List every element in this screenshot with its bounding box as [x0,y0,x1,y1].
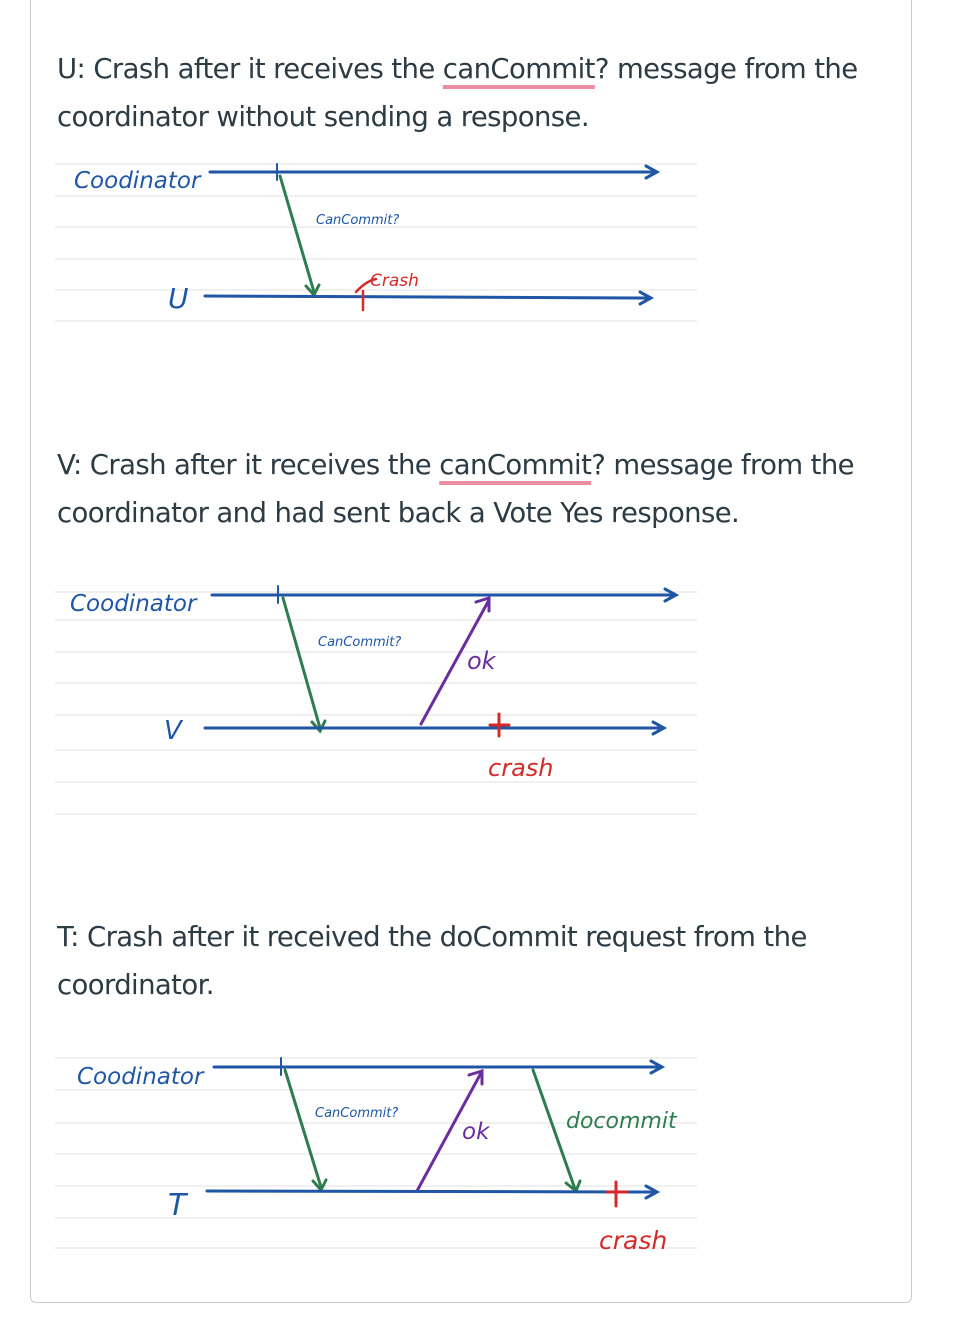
participant-label: V [164,716,184,746]
participant-label: T [168,1188,189,1223]
cancommit-label: CanCommit? [316,213,399,228]
heading-v: V: Crash after it receives the canCommit… [57,441,917,537]
cancommit-label: CanCommit? [318,635,401,650]
crash-mark [488,712,511,738]
participant-label: U [168,282,189,315]
participant-timeline [203,290,655,306]
ok-vote-arrow [415,1068,484,1193]
heading-u: U: Crash after it receives the canCommit… [57,45,917,141]
crash-label: crash [599,1226,667,1255]
coordinator-timeline [208,163,661,181]
ruled-lines [55,591,697,815]
heading-t-text: T: Crash after it received the doCommit … [57,921,807,1001]
crash-mark [354,277,378,312]
heading-u-highlight: canCommit [442,53,596,85]
ruled-lines [55,163,697,322]
heading-u-text: U: Crash after it receives the [57,53,443,85]
participant-timeline [205,1184,661,1200]
heading-v-text-end: ? message from the coordinator and had s… [57,449,855,529]
ok-vote-arrow [419,595,491,726]
ruled-lines [55,1057,697,1249]
heading-u-text-end: ? message from the coordinator without s… [57,53,858,133]
cancommit-message-arrow [281,596,327,734]
cancommit-label: CanCommit? [315,1106,398,1121]
ok-label: ok [462,1119,491,1145]
coordinator-label: Coodinator [70,591,198,617]
cancommit-message-arrow [278,174,321,298]
diagram-t: Coodinator CanCommit? ok docommit T cras… [55,1057,697,1255]
diagram-u: Coodinator CanCommit? U Crash [55,163,697,322]
ok-label: ok [467,647,497,675]
coordinator-label: Coodinator [77,1064,205,1090]
heading-v-text: V: Crash after it receives the [57,449,440,481]
participant-timeline [203,720,668,736]
heading-t: T: Crash after it received the doCommit … [57,913,917,1009]
cancommit-message-arrow [283,1068,328,1193]
docommit-label: docommit [566,1109,678,1134]
crash-label: Crash [370,271,419,291]
coordinator-timeline [212,1057,666,1076]
diagram-v: Coodinator CanCommit? ok V crash [55,585,697,815]
heading-v-highlight: canCommit [439,449,592,481]
coordinator-label: Coodinator [74,168,202,194]
crash-mark [605,1180,629,1208]
crash-label: crash [488,754,553,782]
coordinator-timeline [210,585,680,604]
